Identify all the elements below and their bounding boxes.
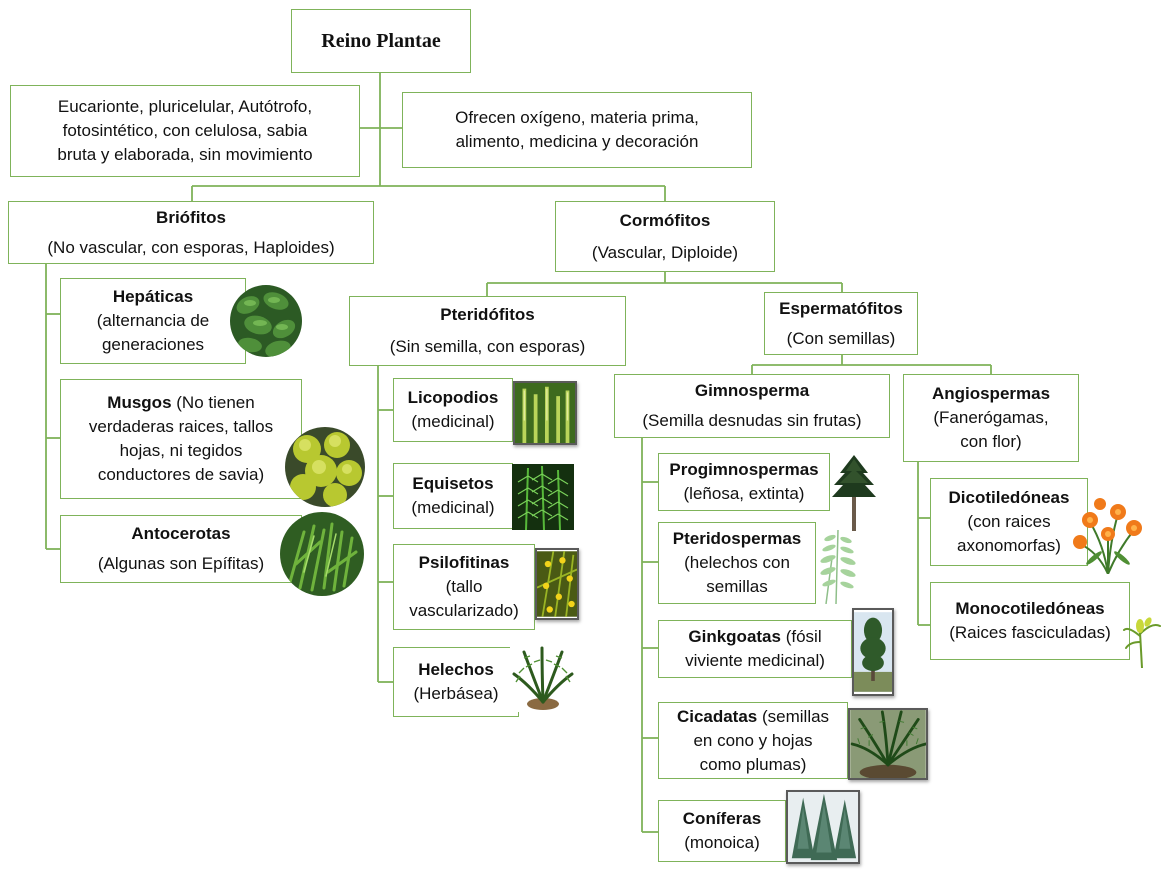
monocotiledoneas-node: Monocotiledóneas (Raices fasciculadas) (930, 582, 1130, 660)
psilofitinas-title: Psilofitinas (418, 553, 510, 572)
dicotiledoneas-line: axonomorfas) (957, 536, 1061, 555)
cicadatas-line: en cono y hojas (693, 730, 813, 750)
hepaticas-title: Hepáticas (112, 287, 194, 306)
dicotiledoneas-line: (con raices (967, 512, 1051, 531)
helechos-title: Helechos (418, 660, 494, 679)
pteridospermas-line: (helechos con (684, 553, 790, 572)
licopodios-photo-icon (513, 381, 577, 445)
helechos-line: (Herbásea) (413, 684, 499, 703)
antocerotas-title: Antocerotas (131, 524, 231, 543)
musgos-photo-icon (285, 427, 365, 507)
musgos-line: hojas, ni tegidos (119, 441, 243, 460)
cicadatas-photo-icon (848, 708, 928, 780)
hepaticas-node: Hepáticas (alternancia de generaciones (60, 278, 246, 364)
dicotiledoneas-flower-icon (1070, 496, 1146, 574)
pteridofitos-subtitle: (Sin semilla, con esporas) (389, 337, 586, 356)
gimnosperma-subtitle: (Semilla desnudas sin frutas) (642, 411, 862, 430)
progimnospermas-tree-icon (830, 453, 878, 531)
ginkgoatas-title: Ginkgoatas (688, 627, 781, 646)
angiospermas-line: con flor) (960, 432, 1022, 451)
features-line: Eucarionte, pluricelular, Autótrofo, (57, 97, 313, 116)
pteridofitos-title: Pteridófitos (440, 305, 535, 324)
benefits-line: Ofrecen oxígeno, materia prima, (455, 108, 699, 127)
musgos-title: Musgos (107, 393, 172, 412)
features-node: Eucarionte, pluricelular, Autótrofo, fot… (10, 85, 360, 177)
pteridospermas-node: Pteridospermas (helechos con semillas (658, 522, 816, 604)
licopodios-line: (medicinal) (411, 412, 495, 431)
musgos-line: conductores de savia) (97, 465, 265, 484)
antocerotas-node: Antocerotas (Algunas son Epífitas) (60, 515, 302, 583)
psilofitinas-line: vascularizado) (409, 601, 519, 620)
ginkgoatas-photo-icon (852, 608, 894, 696)
features-line: fotosintético, con celulosa, sabia (62, 121, 308, 140)
gimnosperma-title: Gimnosperma (694, 381, 810, 400)
root-title: Reino Plantae (321, 30, 441, 52)
equisetos-photo-icon (512, 464, 574, 530)
musgos-line: verdaderas raices, tallos (88, 417, 274, 436)
cormofitos-node: Cormófitos (Vascular, Diploide) (555, 201, 775, 272)
cicadatas-line: (semillas (757, 706, 830, 726)
monocotiledoneas-title: Monocotiledóneas (955, 599, 1105, 618)
cicadatas-line: como plumas) (699, 754, 807, 774)
pteridospermas-line: semillas (706, 577, 768, 596)
espermatofitos-title: Espermatófitos (779, 298, 903, 318)
hepaticas-line: (alternancia de (96, 311, 210, 330)
briofitos-node: Briófitos (No vascular, con esporas, Hap… (8, 201, 374, 264)
helechos-node: Helechos (Herbásea) (393, 647, 519, 717)
ginkgoatas-line: (fósil (780, 627, 822, 646)
pteridospermas-fern-icon (816, 528, 858, 604)
features-line: bruta y elaborada, sin movimiento (57, 145, 313, 164)
pteridofitos-node: Pteridófitos (Sin semilla, con esporas) (349, 296, 626, 366)
coniferas-title: Coníferas (682, 809, 762, 828)
ginkgoatas-node: Ginkgoatas (fósil viviente medicinal) (658, 620, 852, 678)
dicotiledoneas-title: Dicotiledóneas (948, 488, 1070, 507)
espermatofitos-node: Espermatófitos (Con semillas) (764, 292, 918, 355)
root-node: Reino Plantae (291, 9, 471, 73)
briofitos-subtitle: (No vascular, con esporas, Haploides) (47, 237, 335, 257)
pteridospermas-title: Pteridospermas (672, 529, 802, 548)
monocotiledoneas-plant-icon (1122, 612, 1162, 668)
briofitos-title: Briófitos (156, 207, 226, 227)
benefits-line: alimento, medicina y decoración (455, 132, 699, 151)
angiospermas-title: Angiospermas (931, 384, 1051, 403)
benefits-node: Ofrecen oxígeno, materia prima, alimento… (402, 92, 752, 168)
espermatofitos-subtitle: (Con semillas) (786, 328, 896, 348)
angiospermas-line: (Fanerógamas, (933, 408, 1049, 427)
equisetos-node: Equisetos (medicinal) (393, 463, 513, 529)
angiospermas-node: Angiospermas (Fanerógamas, con flor) (903, 374, 1079, 462)
psilofitinas-node: Psilofitinas (tallo vascularizado) (393, 544, 535, 630)
hepaticas-photo-icon (230, 285, 302, 357)
coniferas-node: Coníferas (monoica) (658, 800, 786, 862)
monocotiledoneas-line: (Raices fasciculadas) (949, 623, 1111, 642)
cicadatas-title: Cicadatas (676, 706, 758, 726)
cormofitos-subtitle: (Vascular, Diploide) (591, 242, 739, 262)
helechos-photo-icon (510, 644, 576, 712)
antocerotas-line: (Algunas son Epífitas) (97, 554, 265, 573)
equisetos-line: (medicinal) (411, 498, 495, 517)
antocerotas-photo-icon (280, 512, 364, 596)
psilofitinas-line: (tallo (445, 577, 483, 596)
dicotiledoneas-node: Dicotiledóneas (con raices axonomorfas) (930, 478, 1088, 566)
ginkgoatas-line: viviente medicinal) (685, 651, 825, 670)
coniferas-photo-icon (786, 790, 860, 864)
progimnospermas-title: Progimnospermas (669, 460, 819, 479)
musgos-node: Musgos (No tienen verdaderas raices, tal… (60, 379, 302, 499)
progimnospermas-node: Progimnospermas (leñosa, extinta) (658, 453, 830, 511)
musgos-line: (No tienen (171, 393, 255, 412)
progimnospermas-line: (leñosa, extinta) (683, 484, 805, 503)
gimnosperma-node: Gimnosperma (Semilla desnudas sin frutas… (614, 374, 890, 438)
hepaticas-line: generaciones (101, 335, 205, 354)
cormofitos-title: Cormófitos (619, 210, 711, 230)
psilofitinas-photo-icon (535, 548, 579, 620)
cicadatas-node: Cicadatas (semillas en cono y hojas como… (658, 702, 848, 779)
licopodios-title: Licopodios (407, 388, 499, 407)
coniferas-line: (monoica) (684, 833, 760, 852)
equisetos-title: Equisetos (412, 474, 494, 493)
licopodios-node: Licopodios (medicinal) (393, 378, 513, 442)
